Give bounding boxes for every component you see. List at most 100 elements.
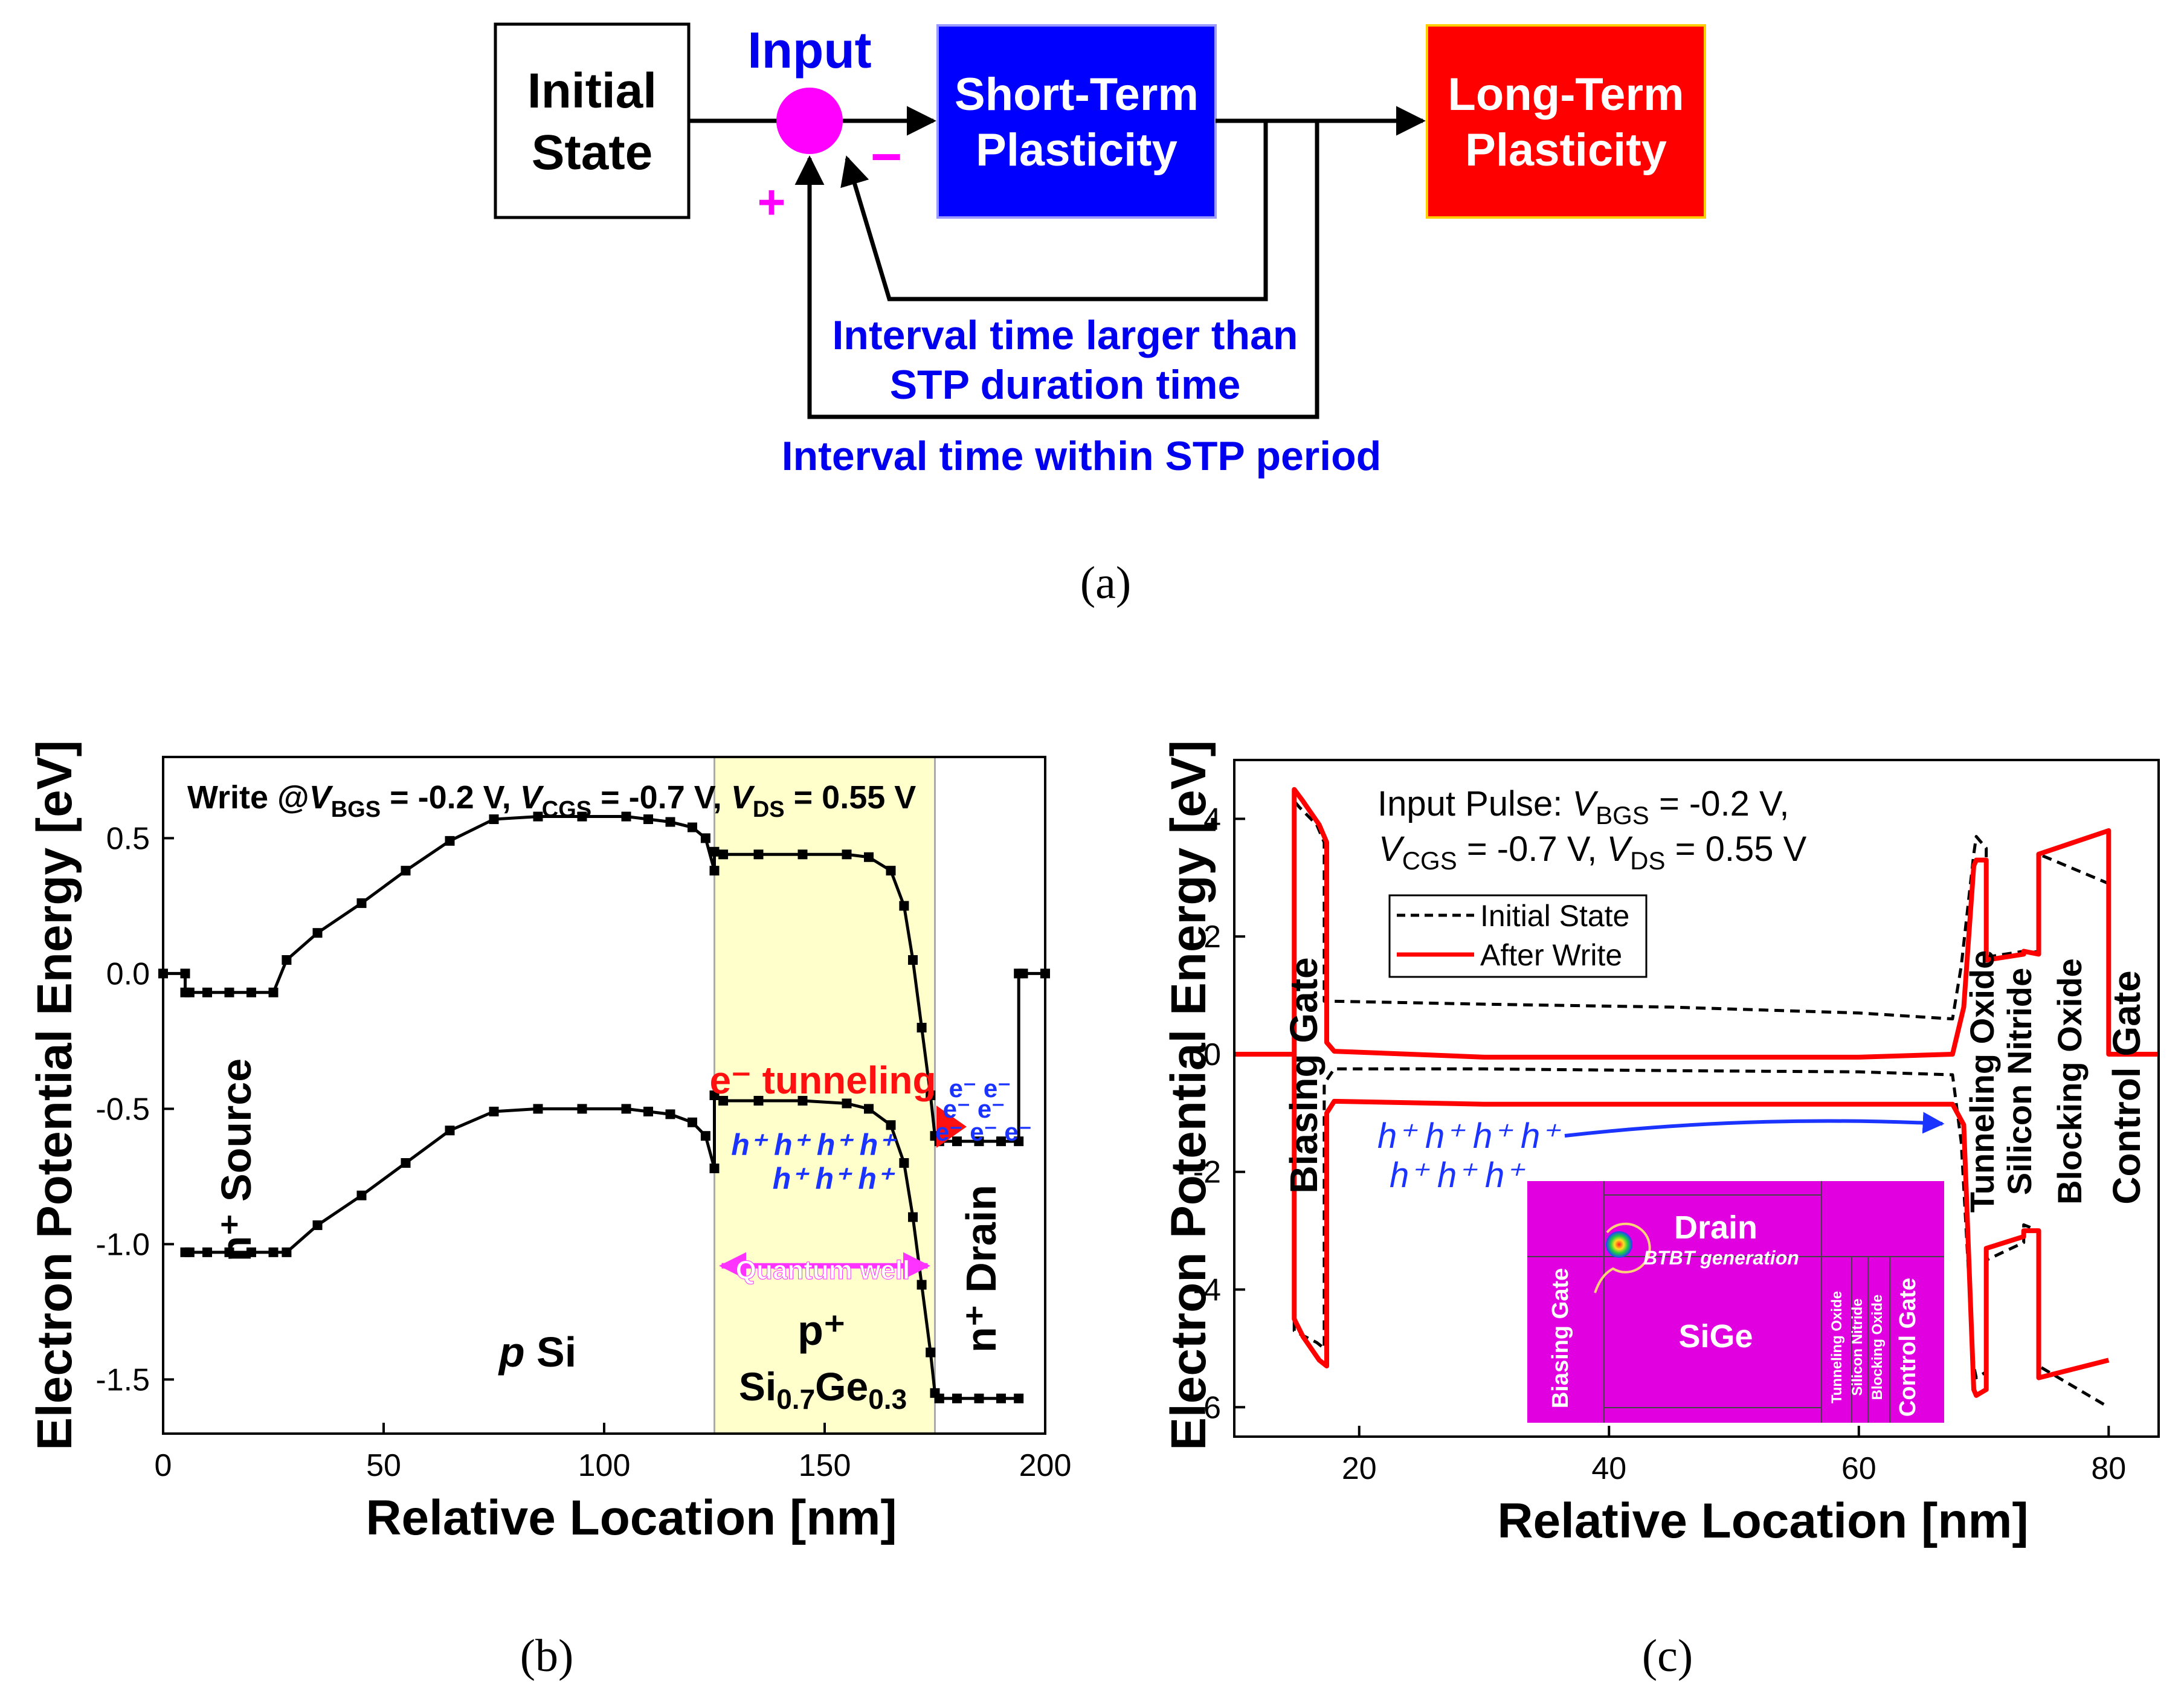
- c-legend-initial-label: Initial State: [1480, 899, 1629, 933]
- c-label-tunneling-oxide: Tunneling Oxide: [1963, 950, 2001, 1213]
- c-xtick-label: 60: [1841, 1451, 1876, 1486]
- b-data-point: [401, 866, 411, 876]
- c-after-write-line: [1292, 1054, 2110, 1398]
- c-inset-control-gate: Control Gate: [1895, 1278, 1921, 1417]
- c-xtick-label: 80: [2091, 1451, 2126, 1486]
- b-quantum-well-label: Quantum well: [736, 1255, 910, 1285]
- b-band-lines: [158, 811, 1050, 1403]
- b-tunneling-label: e⁻ tunneling: [709, 1058, 936, 1102]
- b-data-point: [952, 1393, 962, 1403]
- c-xtick-label: 40: [1591, 1451, 1626, 1486]
- c-ytick-label: 4: [1203, 802, 1221, 837]
- b-data-point: [916, 1023, 927, 1032]
- b-data-point: [184, 987, 195, 997]
- b-data-point: [709, 866, 720, 876]
- c-inset-tunneling-oxide: Tunneling Oxide: [1829, 1291, 1845, 1403]
- b-data-point: [842, 849, 852, 860]
- initial-state-line1: Initial: [527, 63, 657, 118]
- b-data-point: [709, 846, 720, 857]
- b-data-point: [180, 968, 190, 979]
- b-data-point: [1018, 968, 1028, 979]
- b-data-point: [621, 811, 631, 822]
- b-data-point: [709, 1163, 720, 1173]
- b-data-point: [282, 1247, 292, 1257]
- b-ytick-label: -1.0: [95, 1227, 150, 1262]
- c-after-write-line: [1234, 787, 2159, 1060]
- b-xlabel: Relative Location [nm]: [366, 1490, 897, 1545]
- b-data-point: [356, 898, 367, 908]
- feedback-label-within: Interval time within STP period: [782, 433, 1381, 479]
- c-ytick-label: -6: [1193, 1390, 1221, 1425]
- ltp-box: [1426, 24, 1706, 219]
- b-data-point: [926, 1347, 936, 1357]
- b-data-point: [489, 1106, 499, 1116]
- b-data-point: [996, 1136, 1006, 1147]
- b-data-point: [886, 866, 896, 876]
- b-data-point: [202, 987, 212, 997]
- b-data-point: [934, 1393, 944, 1403]
- b-data-point: [268, 987, 279, 997]
- c-xtick-label: 20: [1342, 1451, 1377, 1486]
- stp-box: [936, 24, 1217, 219]
- c-legend-box: [1388, 894, 1648, 978]
- c-inset-btbt: BTBT generation: [1643, 1247, 1799, 1269]
- b-data-point: [282, 955, 292, 965]
- b-pplus-label: p⁺: [797, 1307, 846, 1354]
- c-annotation-line2: VCGS = -0.7 V, VDS = 0.55 V: [1379, 829, 1807, 875]
- b-data-point: [202, 1247, 212, 1257]
- b-data-point: [268, 1247, 279, 1257]
- c-inset-device: Drain BTBT generation SiGe Biasing Gate …: [1527, 1181, 1944, 1423]
- b-data-point: [842, 1098, 852, 1109]
- ltp-line2: Plasticity: [1465, 124, 1667, 176]
- b-source-label: n⁺ Source: [213, 1058, 260, 1261]
- b-sige-label: Si0.7Ge0.3: [739, 1364, 907, 1415]
- b-ytick-label: -1.5: [95, 1362, 150, 1397]
- b-data-point: [926, 1090, 936, 1100]
- b-ytick-label: 0.0: [106, 956, 150, 991]
- c-label-control-gate: Control Gate: [2105, 970, 2148, 1205]
- b-xtick-label: 0: [155, 1448, 172, 1483]
- c-initial-state-line: [1292, 1054, 2110, 1409]
- feedback-label-larger: Interval time larger than: [833, 312, 1298, 358]
- b-holes-row2: h⁺ h⁺ h⁺: [773, 1162, 895, 1196]
- c-inset-drain: Drain: [1674, 1209, 1757, 1246]
- c-ytick-label: 0: [1203, 1037, 1221, 1072]
- b-data-point: [665, 817, 675, 827]
- b-data-point: [224, 987, 234, 997]
- b-data-point: [533, 811, 543, 822]
- b-data-point: [312, 928, 323, 938]
- input-summing-node: [776, 88, 843, 154]
- b-ytick-label: -0.5: [95, 1092, 150, 1127]
- b-data-point: [1014, 1136, 1024, 1147]
- b-data-point: [1014, 1393, 1024, 1403]
- ltp-line1: Long-Term: [1448, 69, 1684, 120]
- b-data-point: [700, 1131, 710, 1141]
- b-data-point: [533, 1104, 543, 1114]
- b-data-point: [489, 814, 499, 825]
- b-data-point: [184, 1247, 195, 1257]
- b-data-point: [908, 955, 918, 965]
- b-xtick-label: 200: [1019, 1448, 1072, 1483]
- b-data-point: [709, 1090, 720, 1100]
- c-hole-drift-arrow: [1564, 1112, 1945, 1138]
- c-holes-row1: h⁺ h⁺ h⁺ h⁺: [1377, 1116, 1561, 1156]
- b-data-point: [952, 1136, 962, 1147]
- b-electrons-row1: e⁻ e⁻: [949, 1074, 1011, 1103]
- b-data-point: [312, 1220, 323, 1231]
- b-data-point: [864, 852, 874, 862]
- b-data-point: [577, 1104, 587, 1114]
- c-inset-blocking-oxide: Blocking Oxide: [1869, 1295, 1886, 1400]
- c-inset-btbt-hotspot: [1606, 1231, 1632, 1258]
- c-label-biasing-gate: Biasing Gate: [1282, 957, 1326, 1193]
- b-drain-label: n⁺ Drain: [958, 1185, 1005, 1353]
- b-data-point: [974, 1393, 984, 1403]
- initial-state-line2: State: [532, 125, 653, 180]
- b-data-point: [643, 1106, 653, 1116]
- b-data-point: [864, 1104, 874, 1114]
- b-data-point: [401, 1158, 411, 1168]
- c-inset-biasing-gate: Biasing Gate: [1548, 1268, 1573, 1408]
- b-xtick-label: 50: [366, 1448, 401, 1483]
- c-plot-frame: [1233, 759, 2160, 1438]
